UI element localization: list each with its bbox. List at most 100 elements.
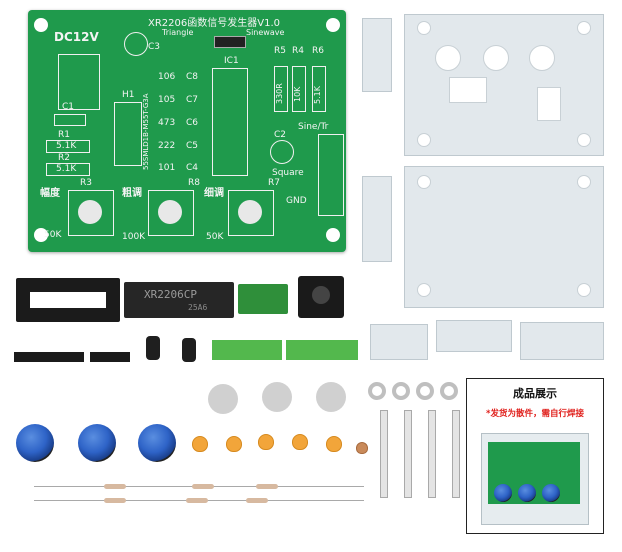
board-title: XR2206函数信号发生器V1.0 xyxy=(148,18,280,29)
potentiometer xyxy=(208,384,238,414)
blue-knob xyxy=(138,424,176,462)
screw xyxy=(428,410,436,498)
r5-label: R5 xyxy=(274,46,286,56)
r1-value: 5.1K xyxy=(56,141,77,151)
ic1-outline xyxy=(212,68,248,176)
output-terminal-outline xyxy=(318,134,344,216)
r4-label: R4 xyxy=(292,46,304,56)
showcase-title: 成品展示 xyxy=(513,387,557,400)
h1-header xyxy=(114,102,142,166)
power-label: DC12V xyxy=(54,30,99,44)
dc-power-jack xyxy=(298,276,344,318)
screw-terminal-block xyxy=(238,284,288,314)
acrylic-side-strip xyxy=(362,18,392,92)
hex-nut xyxy=(368,382,386,400)
showcase-note: *发货为散件，需自行焊接 xyxy=(486,409,584,419)
resistor xyxy=(186,498,208,503)
dc-jack-outline xyxy=(58,54,100,110)
ceramic-capacitor xyxy=(292,434,308,450)
c3-label: C3 xyxy=(148,42,161,52)
amplitude-label: 幅度 xyxy=(40,188,60,199)
pin-header-6 xyxy=(14,352,84,362)
ceramic-capacitor-small xyxy=(356,442,368,454)
mounting-hole xyxy=(34,228,48,242)
hex-nut xyxy=(392,382,410,400)
c3-outline xyxy=(124,32,148,56)
c6-label: C6 xyxy=(186,118,199,128)
c5-label: C5 xyxy=(186,141,199,151)
panel-hole xyxy=(435,45,461,71)
ceramic-capacitor xyxy=(258,434,274,450)
pot-hole xyxy=(158,200,182,224)
socket-slot xyxy=(30,292,106,308)
pot-hole xyxy=(78,200,102,224)
waveform-jumper xyxy=(214,36,246,48)
pin-header-3 xyxy=(90,352,130,362)
mounting-hole xyxy=(326,228,340,242)
acrylic-end-piece xyxy=(520,322,604,360)
panel-slot xyxy=(449,77,487,103)
acrylic-end-piece xyxy=(370,324,428,360)
resistor xyxy=(256,484,278,489)
r2-label: R2 xyxy=(58,153,70,163)
panel-hole xyxy=(577,283,591,297)
acrylic-side-strip xyxy=(362,176,392,262)
assembled-enclosure xyxy=(481,433,589,525)
electrolytic-capacitor xyxy=(146,336,160,360)
r4-value: 10K xyxy=(293,86,302,102)
green-jumper-cap xyxy=(212,340,282,360)
c1-label: C1 xyxy=(62,102,75,112)
ceramic-capacitor xyxy=(226,436,242,452)
fine-label: 细调 xyxy=(204,188,224,199)
resistor xyxy=(104,484,126,489)
sinewave-label: Sinewave xyxy=(246,28,285,37)
screw xyxy=(380,410,388,498)
assembled-knob xyxy=(494,484,512,502)
r2-value: 5.1K xyxy=(56,164,77,174)
assembled-knob xyxy=(518,484,536,502)
r5-value: 330R xyxy=(275,83,284,104)
r3-label: R3 xyxy=(80,178,92,188)
panel-hole xyxy=(577,175,591,189)
green-jumper-cap xyxy=(286,340,358,360)
r6-value: 5.1K xyxy=(313,86,322,104)
pot2-value: 100K xyxy=(122,232,146,242)
chip-marking-line1: XR2206CP xyxy=(144,288,197,301)
screw xyxy=(404,410,412,498)
potentiometer xyxy=(262,382,292,412)
finished-product-showcase: 成品展示 *发货为散件，需自行焊接 xyxy=(466,378,604,534)
hex-nut xyxy=(416,382,434,400)
c8-value: 106 xyxy=(158,72,176,82)
coarse-label: 粗调 xyxy=(122,188,142,199)
blue-knob xyxy=(16,424,54,462)
c2-outline xyxy=(270,140,294,164)
c4-label: C4 xyxy=(186,163,199,173)
r7-label: R7 xyxy=(268,178,280,188)
xr2206-chip: XR2206CP 25A6 xyxy=(124,282,234,318)
blue-knob xyxy=(78,424,116,462)
r4-box xyxy=(292,66,306,112)
r8-label: R8 xyxy=(188,178,200,188)
resistor xyxy=(104,498,126,503)
ceramic-capacitor xyxy=(192,436,208,452)
screw xyxy=(452,410,460,498)
pot-hole xyxy=(238,200,262,224)
hex-nut xyxy=(440,382,458,400)
resistor xyxy=(192,484,214,489)
mounting-hole xyxy=(34,18,48,32)
jack-opening xyxy=(312,286,330,304)
square-label: Square xyxy=(272,168,304,178)
panel-hole xyxy=(417,133,431,147)
panel-hole xyxy=(417,21,431,35)
pot1-value: 50K xyxy=(44,230,62,240)
side-code: 55SMLD1B-M55T-G3A xyxy=(142,93,150,171)
resistor xyxy=(246,498,268,503)
ic-socket xyxy=(16,278,120,322)
mounting-hole xyxy=(326,18,340,32)
panel-hole xyxy=(483,45,509,71)
r1-label: R1 xyxy=(58,130,70,140)
gnd-label: GND xyxy=(286,196,307,206)
panel-hole xyxy=(577,21,591,35)
c1-outline xyxy=(54,114,86,126)
r6-box xyxy=(312,66,326,112)
